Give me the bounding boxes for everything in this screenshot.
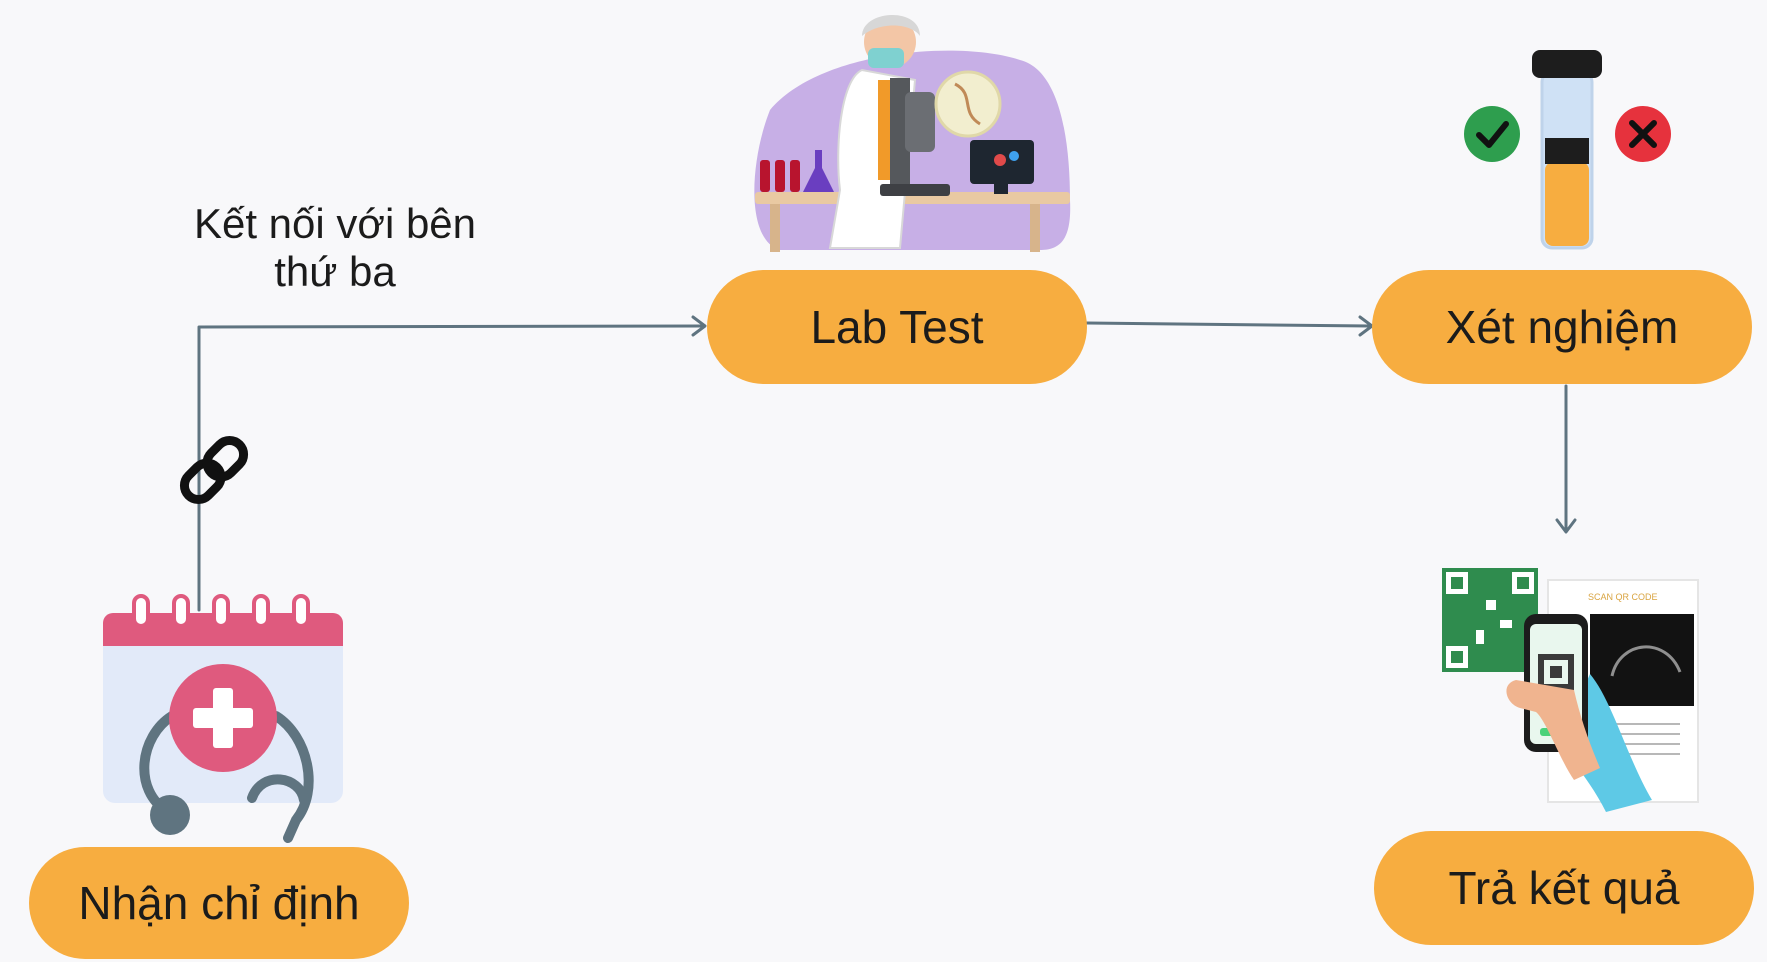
- node-receive-order: Nhận chỉ định: [29, 847, 409, 959]
- edge-label-line1: Kết nối với bên: [193, 200, 477, 247]
- arrowhead-results: [1555, 518, 1577, 534]
- connector-labtest-to-testing: [1085, 321, 1372, 328]
- node-lab-test-label: Lab Test: [810, 301, 984, 353]
- node-lab-test: Lab Test: [707, 270, 1087, 384]
- node-testing: Xét nghiệm: [1372, 270, 1752, 384]
- edge-label-third-party: Kết nối với bên thứ ba: [160, 200, 510, 296]
- node-return-results-label: Trả kết quả: [1448, 862, 1680, 914]
- arrowhead-labtest: [691, 315, 707, 337]
- node-receive-order-label: Nhận chỉ định: [78, 877, 360, 929]
- node-testing-label: Xét nghiệm: [1445, 301, 1679, 353]
- node-return-results: Trả kết quả: [1374, 831, 1754, 945]
- connector-receive-to-labtest: [197, 324, 705, 612]
- edge-label-line2: thứ ba: [274, 248, 396, 295]
- qr-doc-heading: SCAN QR CODE: [1588, 592, 1658, 602]
